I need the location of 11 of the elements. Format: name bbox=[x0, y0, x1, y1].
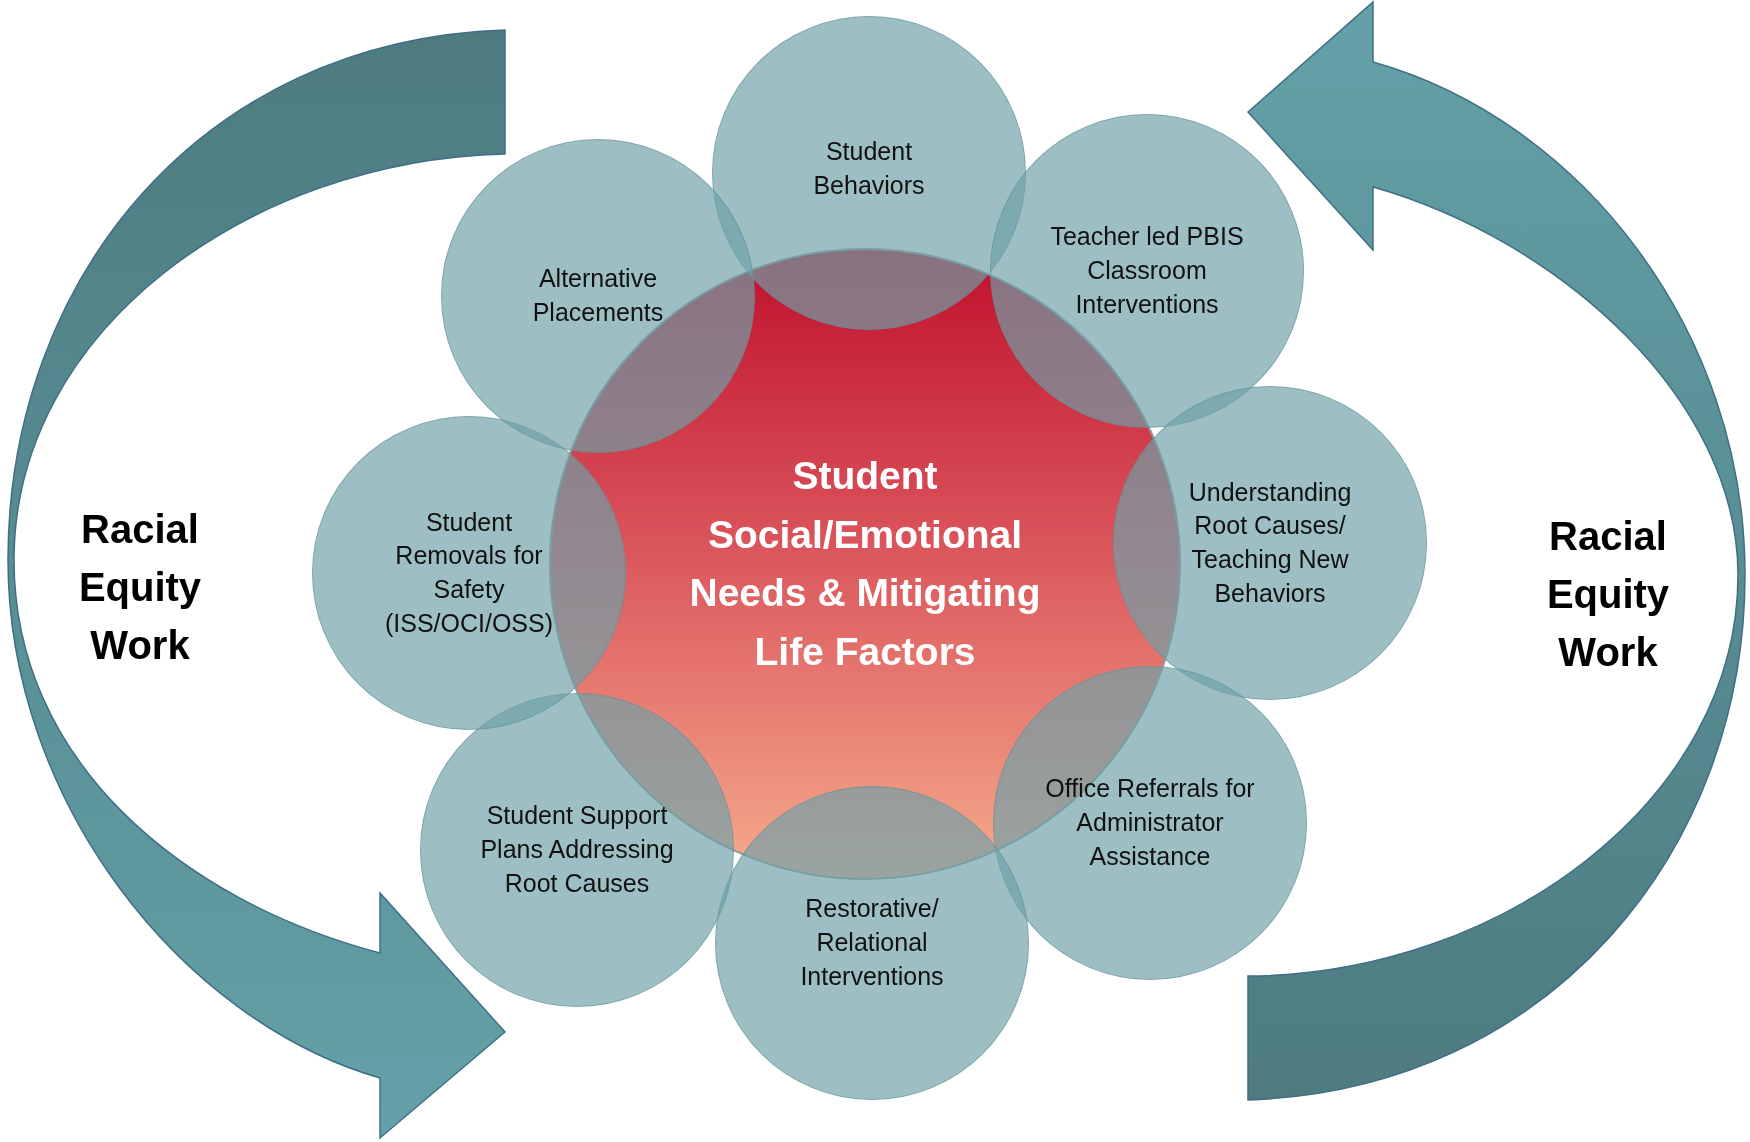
circle-label: Alternative Placements bbox=[531, 263, 665, 328]
side-label: Racial Equity Work bbox=[77, 506, 203, 669]
circle-label: Student Removals for Safety (ISS/OCI/OSS) bbox=[383, 506, 555, 639]
circle-label: Office Referrals for Administrator Assistance bbox=[1044, 773, 1256, 872]
circle-label: Student Social/Emotional Needs & Mitigating Life Factors bbox=[688, 453, 1042, 675]
circle-label: Student Behaviors bbox=[812, 136, 926, 201]
circle-label: Teacher led PBIS Classroom Interventions bbox=[1049, 221, 1245, 320]
circle-label: Restorative/ Relational Interventions bbox=[799, 893, 945, 992]
circle-label: Understanding Root Causes/ Teaching New Behaviors bbox=[1187, 476, 1353, 609]
circle-label: Student Support Plans Addressing Root Causes bbox=[479, 800, 675, 899]
side-label: Racial Equity Work bbox=[1545, 513, 1671, 676]
